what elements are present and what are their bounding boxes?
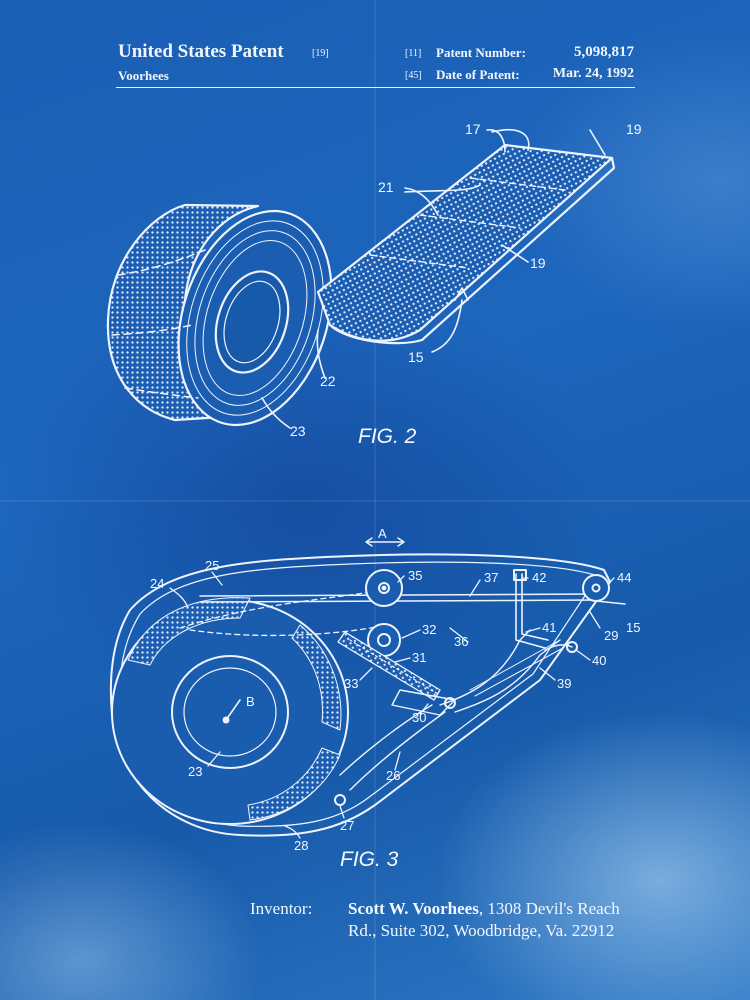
paper-fold-vertical — [374, 0, 376, 1000]
patent-number-value: 5,098,817 — [574, 44, 634, 60]
inventor-details: Scott W. Voorhees, 1308 Devil's Reach Rd… — [348, 898, 648, 942]
fig3-dispenser-drawing — [109, 537, 626, 839]
fig3-ref-26: 26 — [386, 768, 400, 783]
fig3-ref-31: 31 — [412, 650, 426, 665]
number-code: [11] — [405, 48, 422, 59]
inventor-label: Inventor: — [250, 899, 313, 918]
fig3-ref-40: 40 — [592, 653, 606, 668]
fig3-ref-39: 39 — [557, 676, 571, 691]
fig2-label: FIG. 2 — [358, 425, 417, 448]
date-of-patent-value: Mar. 24, 1992 — [552, 66, 634, 81]
fig3-label: FIG. 3 — [340, 848, 399, 871]
fig3-ref-24: 24 — [150, 576, 164, 591]
fig2-ref-19a: 19 — [626, 121, 642, 137]
fig3-ref-42: 42 — [532, 570, 546, 585]
patent-number-label: Patent Number: — [436, 45, 526, 60]
inventor-name: Scott W. Voorhees — [348, 899, 479, 918]
fig3-ref-44: 44 — [617, 570, 631, 585]
fig2-ref-22: 22 — [320, 373, 336, 389]
fig3-ref-b: B — [246, 694, 255, 709]
fig3-ref-33: 33 — [344, 676, 358, 691]
paper-fold-horizontal — [0, 500, 750, 502]
fig3-ref-30: 30 — [412, 710, 426, 725]
fig3-ref-36: 36 — [454, 634, 468, 649]
fig3-ref-41: 41 — [542, 620, 556, 635]
fig2-tape-roll-drawing — [106, 128, 616, 429]
fig2-ref-21: 21 — [378, 179, 394, 195]
inventor-surname: Voorhees — [118, 68, 169, 83]
inventor-address: , 1308 Devil's Reach Rd., Suite 302, Woo… — [348, 899, 620, 940]
fig2-ref-19b: 19 — [530, 255, 546, 271]
header-rule — [116, 87, 635, 88]
title-code: [19] — [312, 48, 329, 59]
fig2-ref-23: 23 — [290, 423, 306, 439]
fig3-ref-25: 25 — [205, 558, 219, 573]
fig3-ref-32: 32 — [422, 622, 436, 637]
fig3-ref-23: 23 — [188, 764, 202, 779]
fig3-ref-a: A — [378, 526, 387, 541]
fig2-ref-17: 17 — [465, 121, 481, 137]
date-of-patent-label: Date of Patent: — [436, 67, 520, 82]
patent-title: United States Patent — [118, 41, 284, 62]
fig3-ref-37: 37 — [484, 570, 498, 585]
fig3-ref-15: 15 — [626, 620, 640, 635]
fig3-ref-35: 35 — [408, 568, 422, 583]
fig3-ref-28: 28 — [294, 838, 308, 853]
date-code: [45] — [405, 70, 422, 81]
fig3-ref-27: 27 — [340, 818, 354, 833]
fig2-ref-15: 15 — [408, 349, 424, 365]
fig3-ref-29: 29 — [604, 628, 618, 643]
